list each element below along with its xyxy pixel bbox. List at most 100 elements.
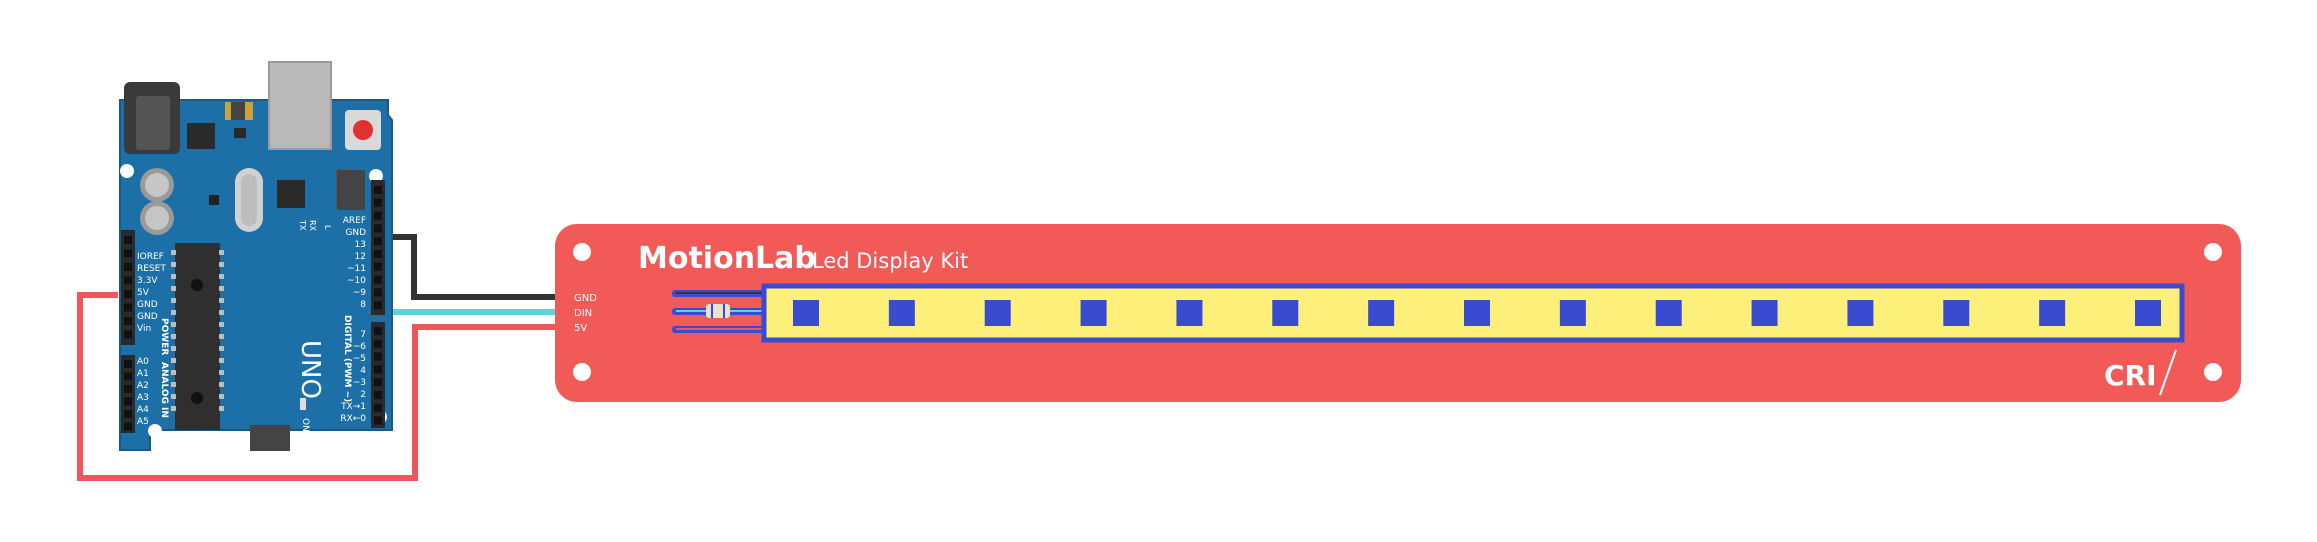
on-label: ON [300,418,310,432]
mounting-hole [2204,363,2222,381]
pin-hole [124,290,132,298]
brand-logo: MotionLab [638,241,816,276]
pin-hole [374,339,382,348]
power-pin-label: 3.3V [137,276,158,286]
pin-hole [124,317,132,325]
pin-hole [374,403,382,412]
pin-hole [124,385,132,393]
digital-header-bottom [371,322,385,428]
led-pixel [2039,300,2066,326]
led-pixel [1464,300,1490,326]
pin-hole [124,397,132,406]
pin-holes [124,186,382,431]
on-led [300,398,306,410]
led-pixel [1847,300,1874,326]
analog-pin-label: A2 [137,381,149,391]
digital-pin-label: 4 [360,366,366,376]
pin-hole [374,352,382,361]
digital-pin-label: 7 [360,330,366,340]
pin-hole [374,327,382,335]
led-pixel [1655,300,1682,326]
led-pixel [1368,300,1395,326]
digital-pin-label: 13 [355,240,366,250]
led-pixel [984,300,1011,326]
pin-hole [374,237,382,246]
pin-hole [124,303,132,312]
mounting-hole [2204,243,2222,261]
tx-label: TX [298,219,307,231]
power-pin-label: IOREF [137,252,164,262]
pin-hole [374,224,382,233]
digital-pin-label: AREF [343,216,366,226]
pin-hole [124,276,132,285]
pin-hole [374,275,382,284]
power-pin-label: GND [137,312,158,322]
wires [77,234,565,481]
pin-hole [374,211,382,220]
mounting-hole [573,243,591,261]
pin-hole [124,422,132,431]
icsp-header [250,425,290,451]
pin-hole [124,249,132,258]
led-pixel [1943,300,1970,326]
digital-pin-label: TX→1 [340,402,366,412]
wire-5v-b [77,292,565,481]
led-pixel [1272,300,1299,326]
pin-label-5v: 5V [574,323,587,334]
pin-hole [124,330,132,339]
icsp-header [337,170,365,210]
mounting-hole [369,169,383,183]
pin-hole [374,250,382,258]
power-pin-label: Vin [137,324,151,334]
led-pixel [888,300,915,326]
pin-hole [374,186,382,194]
power-header [121,230,135,345]
led-pixels [793,300,2161,326]
cri-logo-text: CRI [2104,359,2157,392]
analog-pin-label: A3 [137,393,149,403]
analog-header-label: ANALOG IN [159,362,169,418]
rx-label: RX [308,220,317,232]
resistor [706,304,730,318]
power-pin-labels: IOREF RESET 3.3V 5V GND GND Vin [137,252,166,334]
digital-header-label: DIGITAL (PWM ~) [342,315,352,402]
led-pixel [2135,300,2161,326]
power-pin-label: GND [137,300,158,310]
power-header-label: POWER [159,318,169,355]
pin-hole [124,263,132,271]
pin-label-gnd: GND [574,293,597,304]
digital-pin-label: ~5 [353,354,366,364]
l-label: L [323,225,332,230]
analog-pin-label: A1 [137,369,149,379]
pin-hole [374,416,382,425]
mounting-hole [573,363,591,381]
pin-hole [374,365,382,374]
cri-logo: CRI [2104,349,2177,396]
power-pin-label: RESET [137,264,166,274]
pin-label-din: DIN [574,308,592,319]
digital-pin-label: RX←0 [340,414,366,424]
mounting-hole [120,164,134,178]
led-pixel [1080,300,1107,326]
digital-pin-label: ~9 [353,288,367,298]
pin-hole [124,360,132,368]
digital-pin-label: ~3 [353,378,366,388]
led-pixel [793,300,819,326]
led-pixel [1176,300,1203,326]
pin-hole [374,198,382,207]
pin-hole [374,288,382,297]
led-display-board: MotionLab Led Display Kit GND DIN 5V CRI [555,224,2241,402]
digital-pin-label: ~11 [347,264,366,274]
power-pin-label: 5V [137,288,150,298]
led-pixel [1559,300,1586,326]
pin-hole [374,301,382,310]
pin-hole [124,236,132,244]
pin-hole [374,262,382,271]
usb-port [269,62,331,149]
pin-hole [374,378,382,387]
digital-pin-label: 2 [360,390,366,400]
pin-hole [124,372,132,381]
